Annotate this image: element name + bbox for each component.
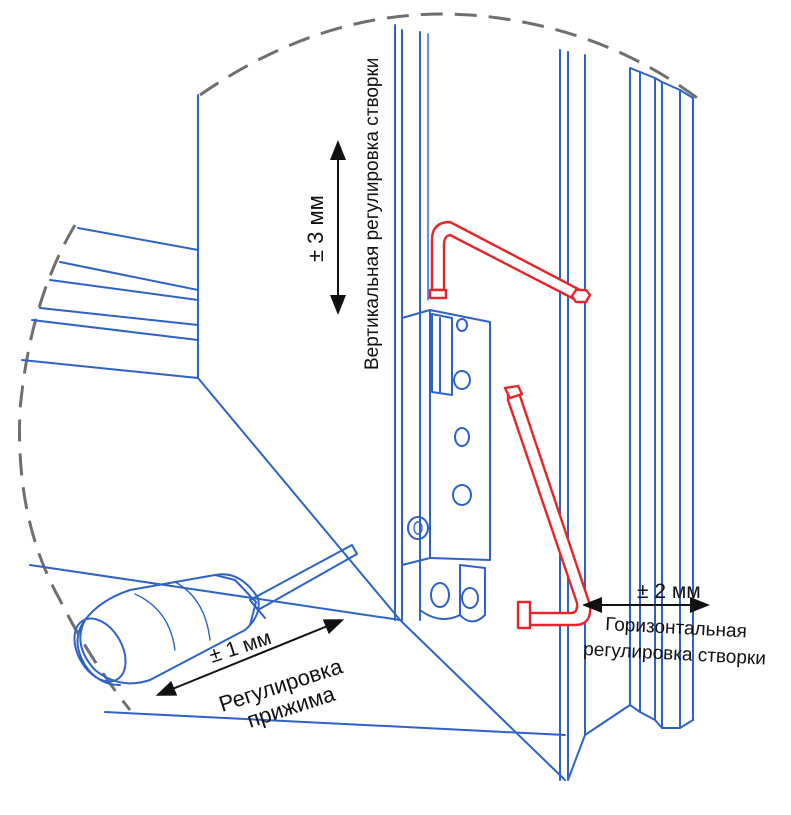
hex-key-upper [428,220,592,304]
clamp-adjustment-arrow [155,619,345,696]
window-frame [21,24,694,781]
horizontal-adjustment-label-line2: регулировка створки [583,639,767,670]
dashed-detail-outline [18,12,701,711]
hinge-assembly [401,309,491,623]
horizontal-adjustment-label-line1: Горизонтальная [605,614,748,642]
horizontal-adjustment-value: ± 2 мм [637,580,701,603]
vertical-adjustment-label: Вертикальная регулировка створки [362,58,383,370]
screwdriver [73,544,358,686]
vertical-adjustment-value: ± 3 мм [303,195,328,262]
hex-key-lower [503,384,592,630]
